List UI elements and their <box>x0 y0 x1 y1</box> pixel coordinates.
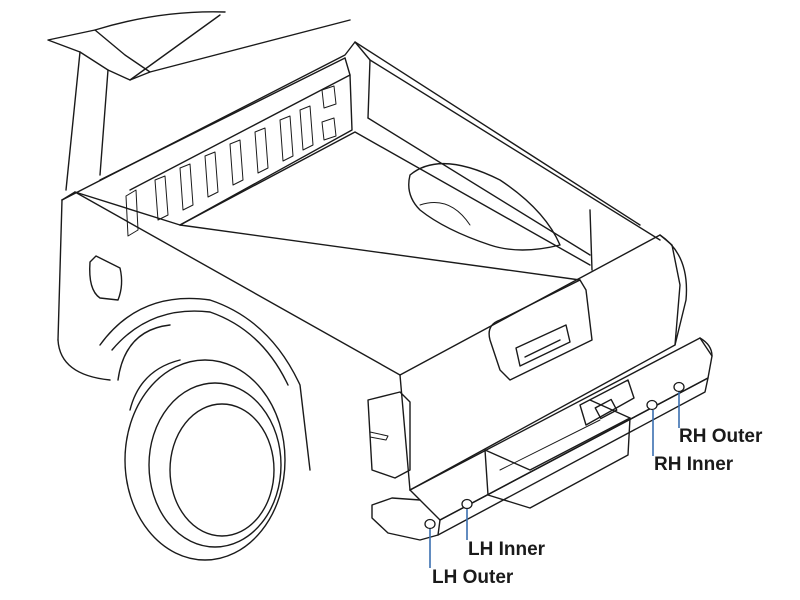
bed-front-wall <box>61 41 641 237</box>
lh-outer-hole <box>424 518 436 530</box>
bed-left-side <box>57 191 581 381</box>
tailgate <box>399 234 688 491</box>
mount-holes <box>424 381 685 530</box>
truck-cab <box>47 11 351 191</box>
callout-leaders <box>429 392 680 568</box>
rh-outer-label: RH Outer <box>679 426 763 447</box>
tail-lamp <box>367 391 411 479</box>
lh-inner-label: LH Inner <box>468 539 546 560</box>
rh-inner-label: RH Inner <box>654 454 734 475</box>
lh-inner-hole <box>461 498 473 510</box>
rear-wheel <box>99 297 311 561</box>
rh-inner-hole <box>646 399 658 411</box>
rear-bumper <box>371 337 713 541</box>
bed-floor <box>179 41 661 271</box>
lh-outer-label: LH Outer <box>432 567 514 588</box>
rh-outer-hole <box>673 381 685 393</box>
